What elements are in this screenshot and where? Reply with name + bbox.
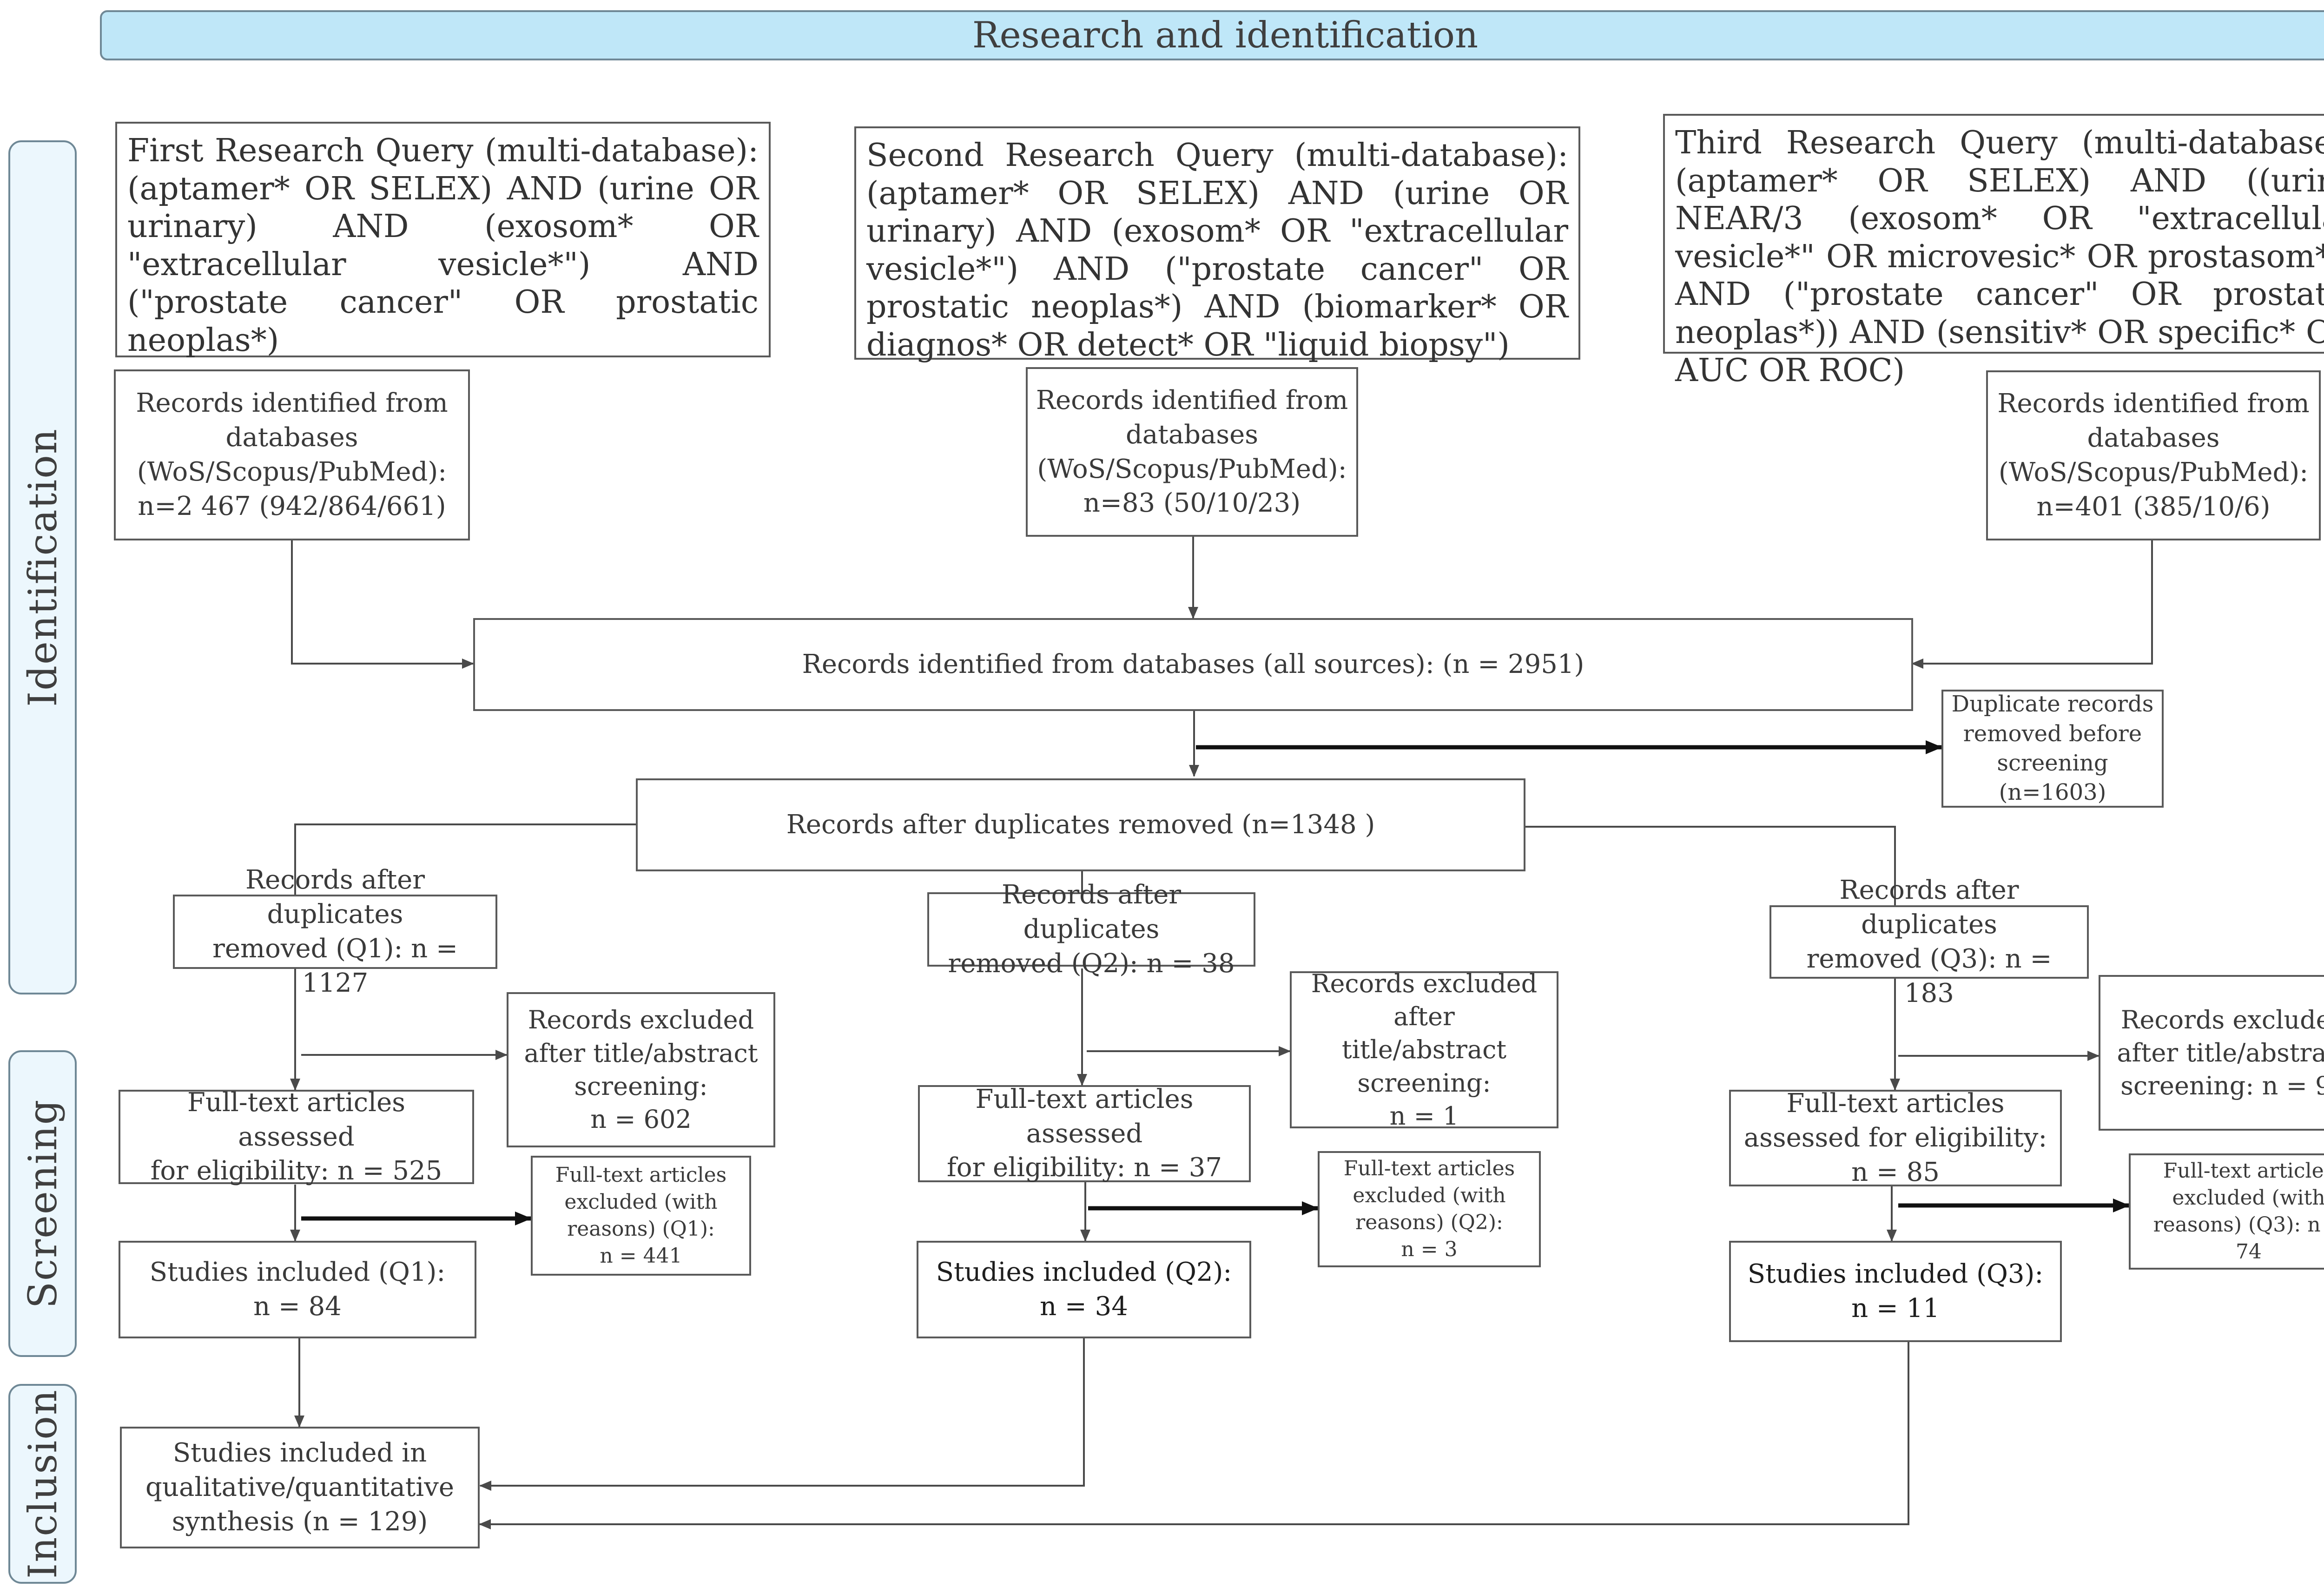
excluded-title-abstract-q3: Records excluded after title/abstract sc… (2099, 975, 2324, 1131)
phase-label-screening: Screening (20, 1099, 66, 1309)
after-duplicates-q1: Records after duplicates removed (Q1): n… (173, 865, 497, 998)
fulltext-assessed-q2: Full-text articles assessed for eligibil… (918, 1084, 1251, 1183)
records-identified-q1: Records identified from databases (WoS/S… (114, 369, 470, 540)
phase-inclusion: Inclusion (8, 1384, 77, 1584)
records-all-sources: Records identified from databases (all s… (473, 618, 1913, 711)
arrow-q3-to-all (1911, 540, 2153, 669)
fulltext-excluded-q1: Full-text articles excluded (with reason… (531, 1156, 751, 1276)
records-identified-q2: Records identified from databases (WoS/S… (1026, 367, 1358, 537)
arrow-q2included-to-final (479, 1338, 1085, 1491)
query-text-q1: First Research Query (multi-database): (… (127, 132, 759, 359)
fulltext-excluded-q2: Full-text articles excluded (with reason… (1318, 1151, 1541, 1267)
phase-identification: Identification (8, 140, 77, 994)
query-text-q2: Second Research Query (multi-database): … (866, 137, 1568, 363)
duplicates-removed-box: Duplicate records removed before screeni… (1941, 690, 2164, 808)
studies-included-q2: Studies included (Q2): n = 34 (917, 1241, 1251, 1338)
excluded-title-abstract-q2: Records excluded after title/abstract sc… (1290, 969, 1558, 1131)
query-box-q1: First Research Query (multi-database): (… (115, 122, 771, 359)
query-box-q2: Second Research Query (multi-database): … (854, 126, 1580, 363)
banner-research-identification: Research and identification (100, 10, 2324, 60)
line-dedup-to-q1 (294, 823, 636, 895)
query-box-q3: Third Research Query (multi-database):(a… (1663, 114, 2324, 389)
records-after-duplicates-total: Records after duplicates removed (n=1348… (636, 778, 1525, 871)
fulltext-excluded-q3: Full-text articles excluded (with reason… (2129, 1153, 2324, 1270)
studies-included-q1: Studies included (Q1): n = 84 (119, 1241, 476, 1338)
excluded-title-abstract-q1: Records excluded after title/abstract sc… (507, 992, 775, 1147)
phase-screening: Screening (8, 1050, 77, 1357)
after-duplicates-q3: Records after duplicates removed (Q3): n… (1769, 875, 2089, 1008)
fulltext-assessed-q3: Full-text articles assessed for eligibil… (1729, 1088, 2062, 1187)
phase-label-inclusion: Inclusion (20, 1389, 66, 1579)
arrow-q3included-to-final (479, 1342, 1909, 1529)
fulltext-assessed-q1: Full-text articles assessed for eligibil… (119, 1087, 474, 1186)
query-text-q3: Third Research Query (multi-database):(a… (1675, 125, 2324, 389)
phase-label-identification: Identification (20, 428, 66, 707)
after-duplicates-q2: Records after duplicates removed (Q2): n… (927, 880, 1255, 979)
records-identified-q3: Records identified from databases (WoS/S… (1986, 370, 2321, 540)
final-synthesis: Studies included in qualitative/quantita… (120, 1427, 480, 1548)
arrow-q1-to-all (291, 540, 474, 669)
studies-included-q3: Studies included (Q3): n = 11 (1729, 1241, 2062, 1342)
line-dedup-to-q3 (1525, 826, 1896, 905)
